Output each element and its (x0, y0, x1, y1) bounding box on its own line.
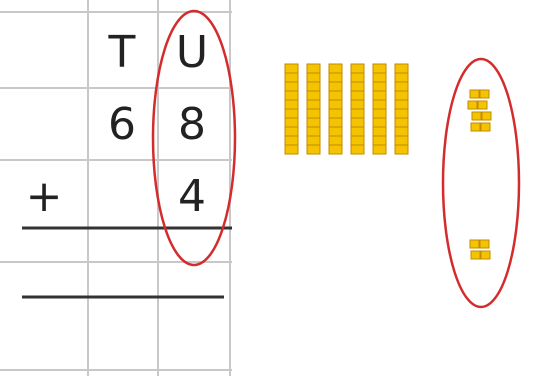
rod-segment (307, 91, 320, 100)
unit-cube (470, 240, 479, 248)
rod-segment (329, 118, 342, 127)
rod-segment (373, 73, 386, 82)
rod-segment (307, 136, 320, 145)
rod-segment (307, 145, 320, 154)
rod-segment (373, 136, 386, 145)
unit-cube (472, 112, 481, 120)
rod-segment (285, 100, 298, 109)
rod-segment (351, 118, 364, 127)
rod-segment (373, 100, 386, 109)
rod-segment (373, 82, 386, 91)
unit-cube (468, 101, 477, 109)
rod-segment (307, 118, 320, 127)
rod-segment (307, 127, 320, 136)
unit-cube (470, 90, 479, 98)
rod-segment (395, 100, 408, 109)
rod-segment (395, 91, 408, 100)
unit-cube (478, 101, 487, 109)
rod-segment (395, 136, 408, 145)
unit-cube (482, 112, 491, 120)
rod-segment (395, 64, 408, 73)
rod-segment (395, 118, 408, 127)
rod-segment (351, 64, 364, 73)
ten-rod (329, 64, 342, 154)
rod-segment (395, 109, 408, 118)
rod-segment (329, 127, 342, 136)
rod-segment (285, 91, 298, 100)
rod-segment (329, 136, 342, 145)
rod-segment (307, 73, 320, 82)
rod-segment (373, 127, 386, 136)
unit-cube (480, 90, 489, 98)
rod-segment (373, 64, 386, 73)
rod-segment (307, 64, 320, 73)
rod-segment (373, 145, 386, 154)
ten-rod (373, 64, 386, 154)
rod-segment (285, 136, 298, 145)
rod-segment (351, 136, 364, 145)
unit-cube (471, 251, 480, 259)
ten-rod (351, 64, 364, 154)
ten-rod (307, 64, 320, 154)
unit-cube (481, 251, 490, 259)
ten-rod (395, 64, 408, 154)
rod-segment (307, 109, 320, 118)
rod-segment (285, 73, 298, 82)
rod-segment (373, 109, 386, 118)
rod-segment (351, 91, 364, 100)
unit-cube (471, 123, 480, 131)
rod-segment (285, 82, 298, 91)
rod-segment (351, 145, 364, 154)
rod-segment (351, 127, 364, 136)
rod-segment (395, 73, 408, 82)
rod-segment (329, 100, 342, 109)
rod-segment (395, 145, 408, 154)
rod-segment (285, 145, 298, 154)
rod-segment (329, 82, 342, 91)
rod-segment (329, 64, 342, 73)
unit-cubes-group (468, 90, 491, 259)
rod-segment (329, 109, 342, 118)
rod-segment (329, 145, 342, 154)
rod-segment (351, 109, 364, 118)
rod-segment (307, 100, 320, 109)
rod-segment (373, 118, 386, 127)
rod-segment (351, 100, 364, 109)
rod-segment (373, 91, 386, 100)
rod-segment (395, 82, 408, 91)
ten-rod (285, 64, 298, 154)
rod-segment (351, 73, 364, 82)
rod-segment (307, 82, 320, 91)
ten-rods-group (285, 64, 408, 154)
unit-cube (481, 123, 490, 131)
rod-segment (351, 82, 364, 91)
rod-segment (329, 91, 342, 100)
rod-segment (285, 109, 298, 118)
rod-segment (285, 127, 298, 136)
rod-segment (395, 127, 408, 136)
rod-segment (329, 73, 342, 82)
rod-segment (285, 64, 298, 73)
rod-segment (285, 118, 298, 127)
unit-cube (480, 240, 489, 248)
